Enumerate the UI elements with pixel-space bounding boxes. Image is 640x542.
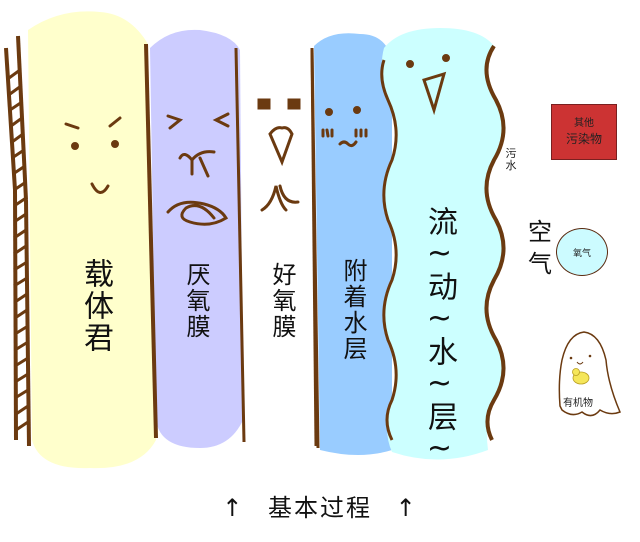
attached-water-face-icon bbox=[321, 106, 368, 148]
other-pollutants-box: 其他 污染物 bbox=[551, 104, 617, 160]
pollutant-line2: 污染物 bbox=[565, 131, 602, 146]
aerobic-face-icon bbox=[257, 98, 301, 212]
organic-label: 有机物 bbox=[563, 398, 593, 409]
attached-water-layer bbox=[314, 33, 392, 455]
carrier-label: 载体君 bbox=[78, 258, 113, 354]
air-label: 空气 bbox=[528, 218, 552, 279]
ladder-icon bbox=[4, 35, 31, 447]
attached-water-label: 附着水层 bbox=[339, 258, 367, 362]
anaerobic-label: 厌氧膜 bbox=[182, 262, 210, 340]
title-text: 基本过程 bbox=[268, 494, 372, 522]
flowing-water-face-icon bbox=[406, 54, 450, 116]
up-arrow-icon: ↑ bbox=[395, 494, 418, 522]
up-arrow-icon: ↑ bbox=[222, 494, 245, 522]
aerobic-label: 好氧膜 bbox=[268, 262, 296, 340]
organic-ghost-icon bbox=[558, 331, 621, 417]
oxygen-label: 氧气 bbox=[572, 248, 591, 259]
flowing-water-layer bbox=[381, 28, 504, 460]
carrier-face-icon bbox=[64, 116, 122, 194]
carrier-layer bbox=[28, 11, 156, 469]
sewage-label: 污水 bbox=[505, 147, 517, 172]
oxygen-bubble: 氧气 bbox=[556, 228, 608, 276]
flowing-water-label: 流~动~水~层~ bbox=[422, 206, 457, 466]
anaerobic-layer bbox=[150, 29, 243, 449]
diagram-title: ↑ 基本过程 ↑ bbox=[0, 488, 640, 523]
anaerobic-face-icon bbox=[166, 112, 230, 226]
pollutant-line1: 其他 bbox=[574, 117, 594, 129]
